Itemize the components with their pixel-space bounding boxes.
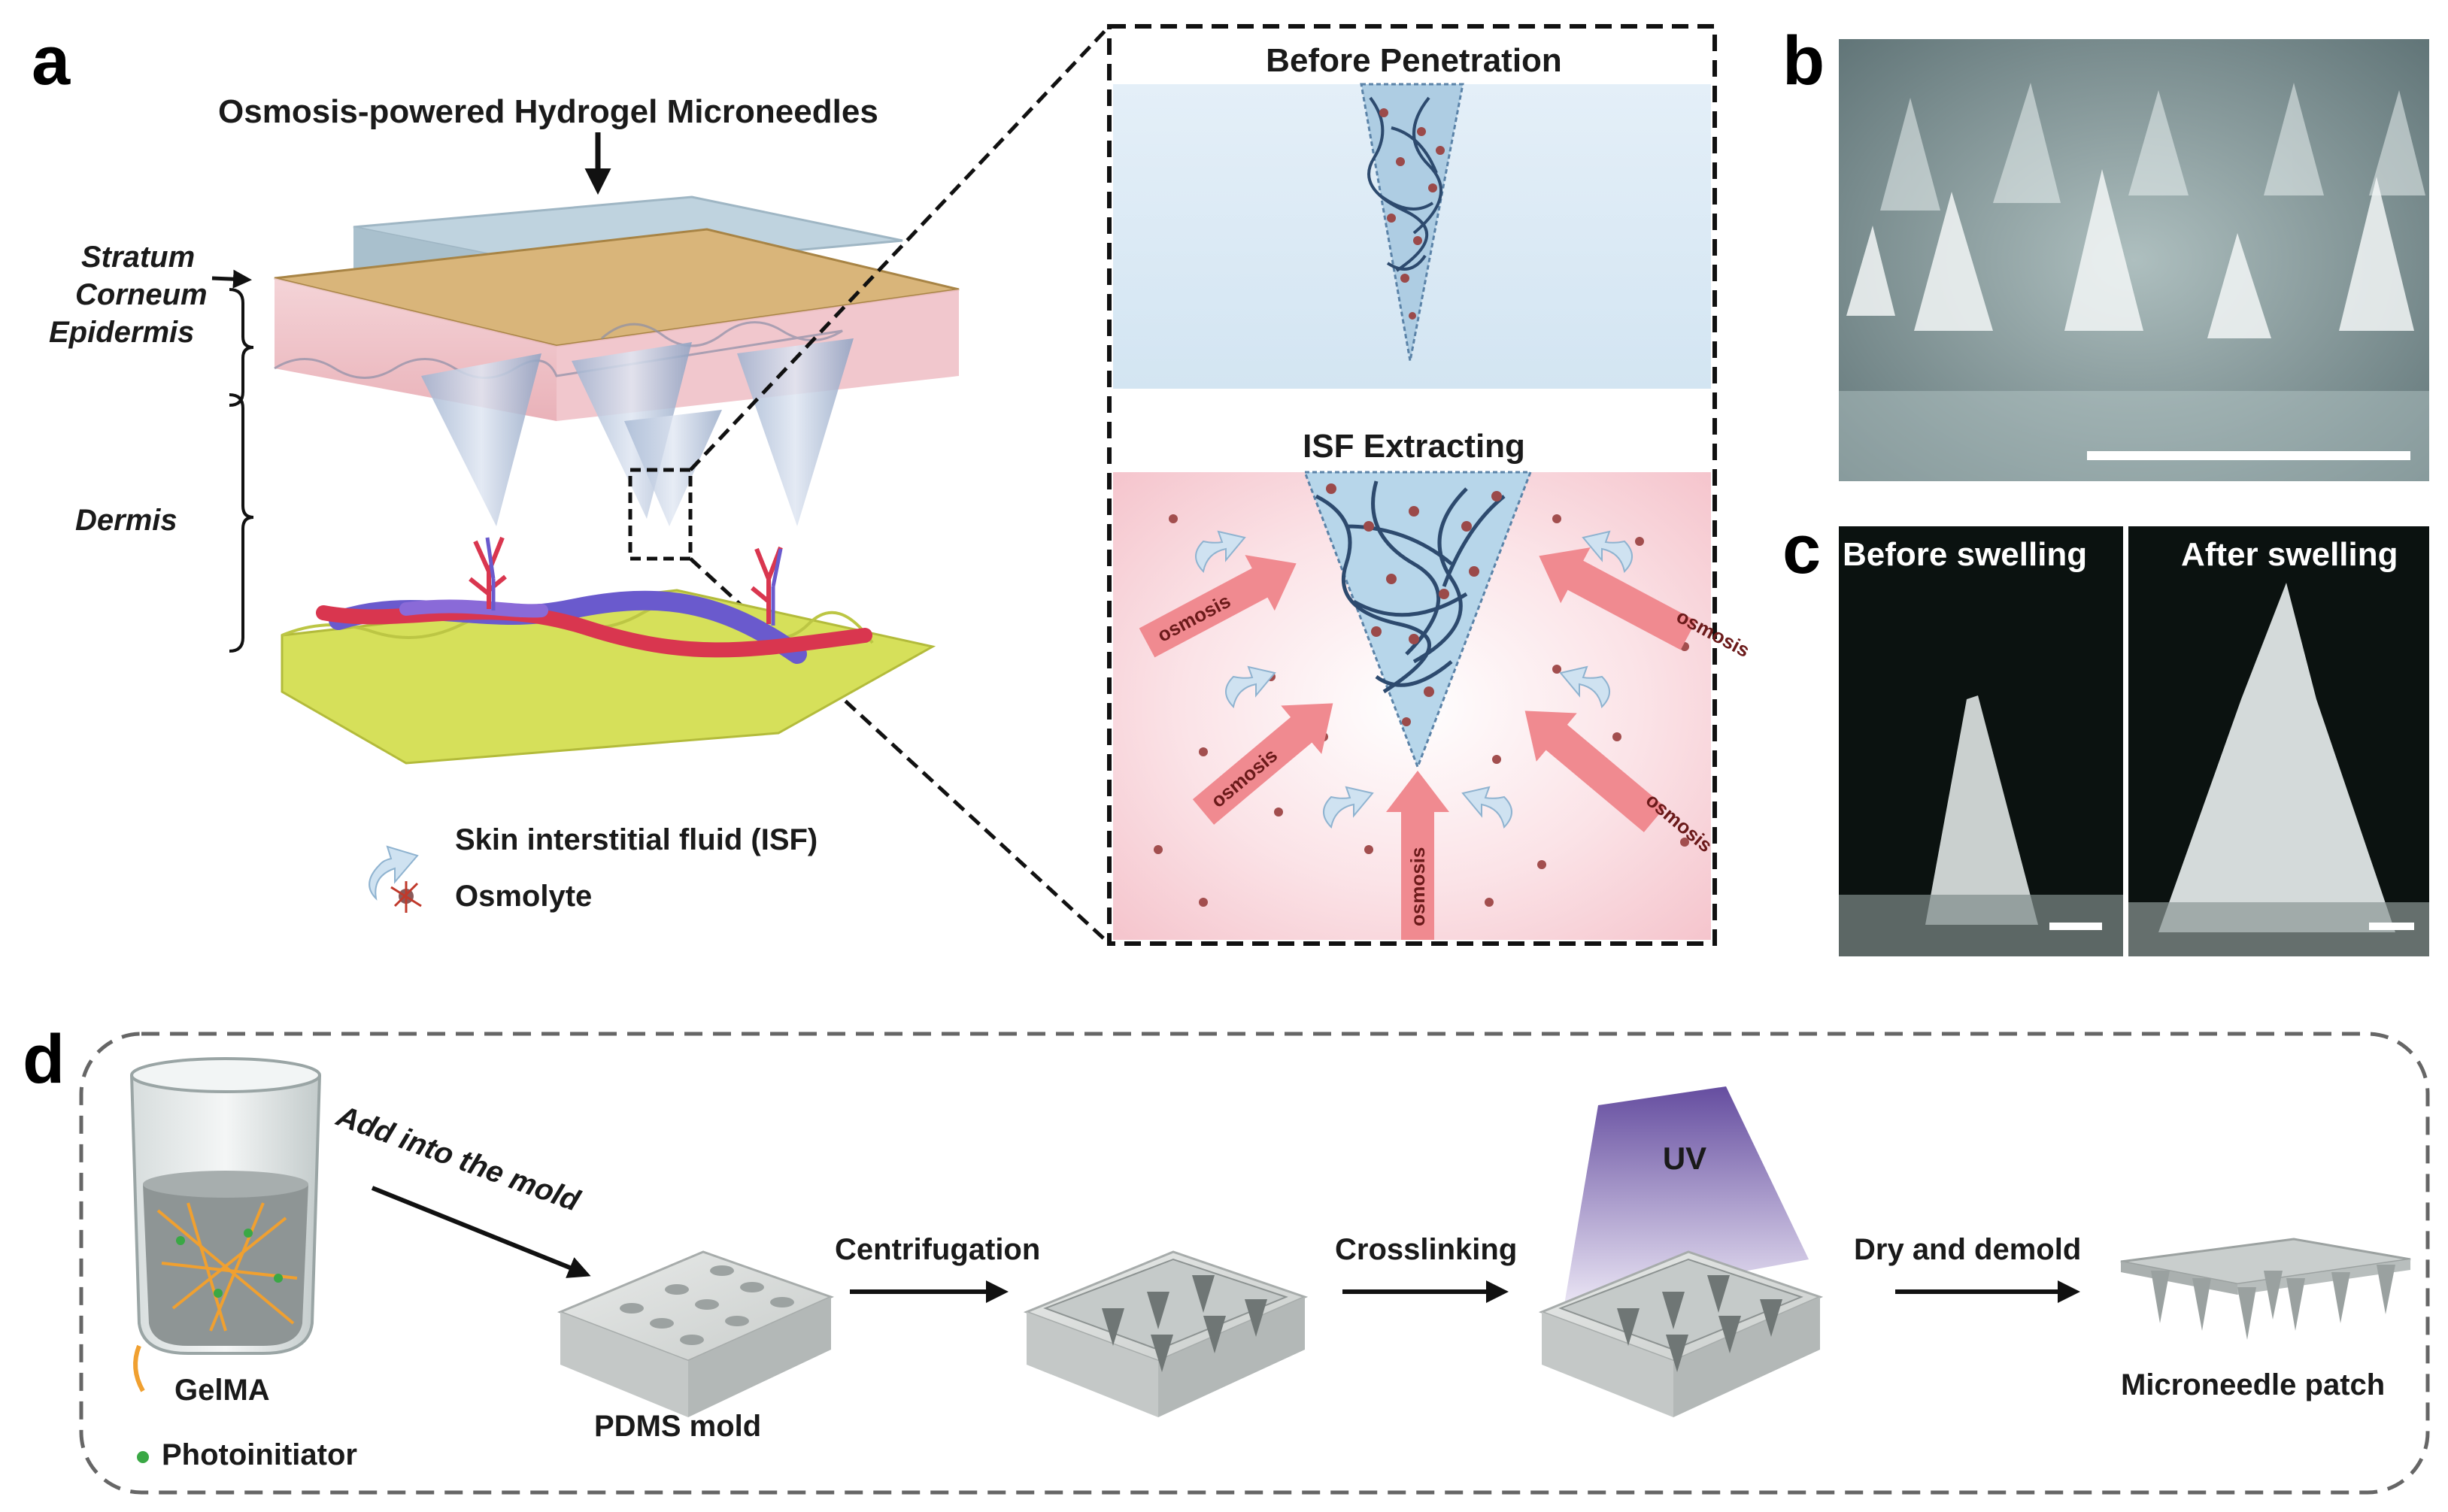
inset-top-title: Before Penetration — [1266, 42, 1562, 79]
inset-panel: Before Penetration ISF Extracting — [1107, 24, 1754, 946]
microneedle-patch-label: Microneedle patch — [2121, 1368, 2385, 1401]
epidermis-brace — [229, 288, 254, 407]
pdms-mold-label: PDMS mold — [594, 1410, 761, 1443]
panel-c: c Before swelling After swelling — [1782, 511, 2429, 956]
gelma-legend-icon — [133, 1344, 145, 1392]
centrifugation-label: Centrifugation — [835, 1233, 1040, 1266]
uv-beam — [1564, 1086, 1809, 1304]
microneedle-patch-icon — [2120, 1238, 2411, 1340]
photo-b-blur-foreground — [1839, 391, 2429, 481]
isf-legend-icon — [369, 845, 419, 901]
label-stratum: Stratum — [81, 241, 195, 274]
uv-label: UV — [1663, 1141, 1706, 1176]
needle-before-swelling — [1925, 695, 2038, 925]
stratum-pointer-arrow — [211, 269, 252, 289]
step-add-arrow — [371, 1186, 591, 1278]
step-add-label: Add into the mold — [332, 1099, 585, 1218]
capillary-left-blue — [485, 537, 496, 611]
legend-isf-label: Skin interstitial fluid (ISF) — [455, 823, 818, 856]
beaker-icon — [130, 1057, 321, 1355]
osmosis-label: osmosis — [1406, 847, 1429, 927]
legend-osmolyte-label: Osmolyte — [455, 880, 592, 913]
scale-bar-c-right — [2369, 923, 2414, 930]
osmolytes-before — [1379, 108, 1445, 320]
legend-gelma-label: GelMA — [174, 1374, 270, 1407]
photo-b-needles-back — [1880, 83, 2425, 211]
microneedle-1 — [421, 353, 541, 526]
dry-demold-label: Dry and demold — [1854, 1233, 2081, 1266]
panel-b-letter: b — [1782, 23, 1825, 99]
needle-after — [1303, 471, 1533, 771]
isf-flow-arrows — [1195, 530, 1633, 829]
vein-branch — [399, 599, 548, 618]
panel-c-letter: c — [1782, 511, 1821, 588]
photo-b-needles-front — [1846, 169, 2414, 338]
zoom-line-top — [689, 25, 1111, 471]
osmolyte-legend-icon — [390, 881, 422, 913]
panel-d-letter: d — [23, 1021, 65, 1098]
inset-bottom-title: ISF Extracting — [1303, 428, 1525, 465]
polymer-network-after — [1315, 480, 1506, 694]
capillary-left-red — [469, 536, 507, 609]
panel-d-border — [79, 1032, 2430, 1495]
epidermis-dermis-boundary — [274, 321, 843, 379]
osmosis-arrow-bottom: osmosis — [1386, 771, 1449, 940]
scale-bar-c-left — [2049, 923, 2102, 930]
crosslinking-label: Crosslinking — [1335, 1233, 1517, 1266]
filled-mold-icon — [1023, 1250, 1309, 1417]
capillary-right-red — [751, 546, 783, 624]
label-dermis: Dermis — [75, 504, 177, 537]
panel-b: b — [1782, 23, 2429, 481]
label-corneum: Corneum — [75, 278, 208, 311]
panel-a-title: Osmosis-powered Hydrogel Microneedles — [218, 93, 878, 130]
label-epidermis: Epidermis — [49, 316, 194, 349]
panel-d: d GelMA Photoinitiator Add into the mold — [23, 1021, 2430, 1495]
microneedle-3 — [737, 338, 854, 526]
pdms-mold-icon — [557, 1250, 835, 1417]
legend-photoinitiator-label: Photoinitiator — [162, 1438, 357, 1471]
uv-mold-icon — [1538, 1250, 1824, 1417]
photoinitiator-legend-icon — [137, 1451, 149, 1463]
before-swelling-label: Before swelling — [1843, 536, 2087, 573]
scale-bar-b — [2087, 451, 2410, 460]
panel-a: a Osmosis-powered Hydrogel Microneedles — [32, 23, 1111, 945]
capillary-right-blue — [771, 548, 783, 626]
artery — [316, 604, 872, 658]
polymer-network-before — [1367, 96, 1442, 272]
dermis-brace — [229, 393, 254, 653]
needle-after-swelling — [2158, 583, 2395, 932]
after-swelling-label: After swelling — [2181, 536, 2398, 573]
zoom-box — [628, 468, 693, 561]
osmolytes-inside — [1326, 483, 1502, 726]
panel-a-letter: a — [32, 23, 71, 99]
